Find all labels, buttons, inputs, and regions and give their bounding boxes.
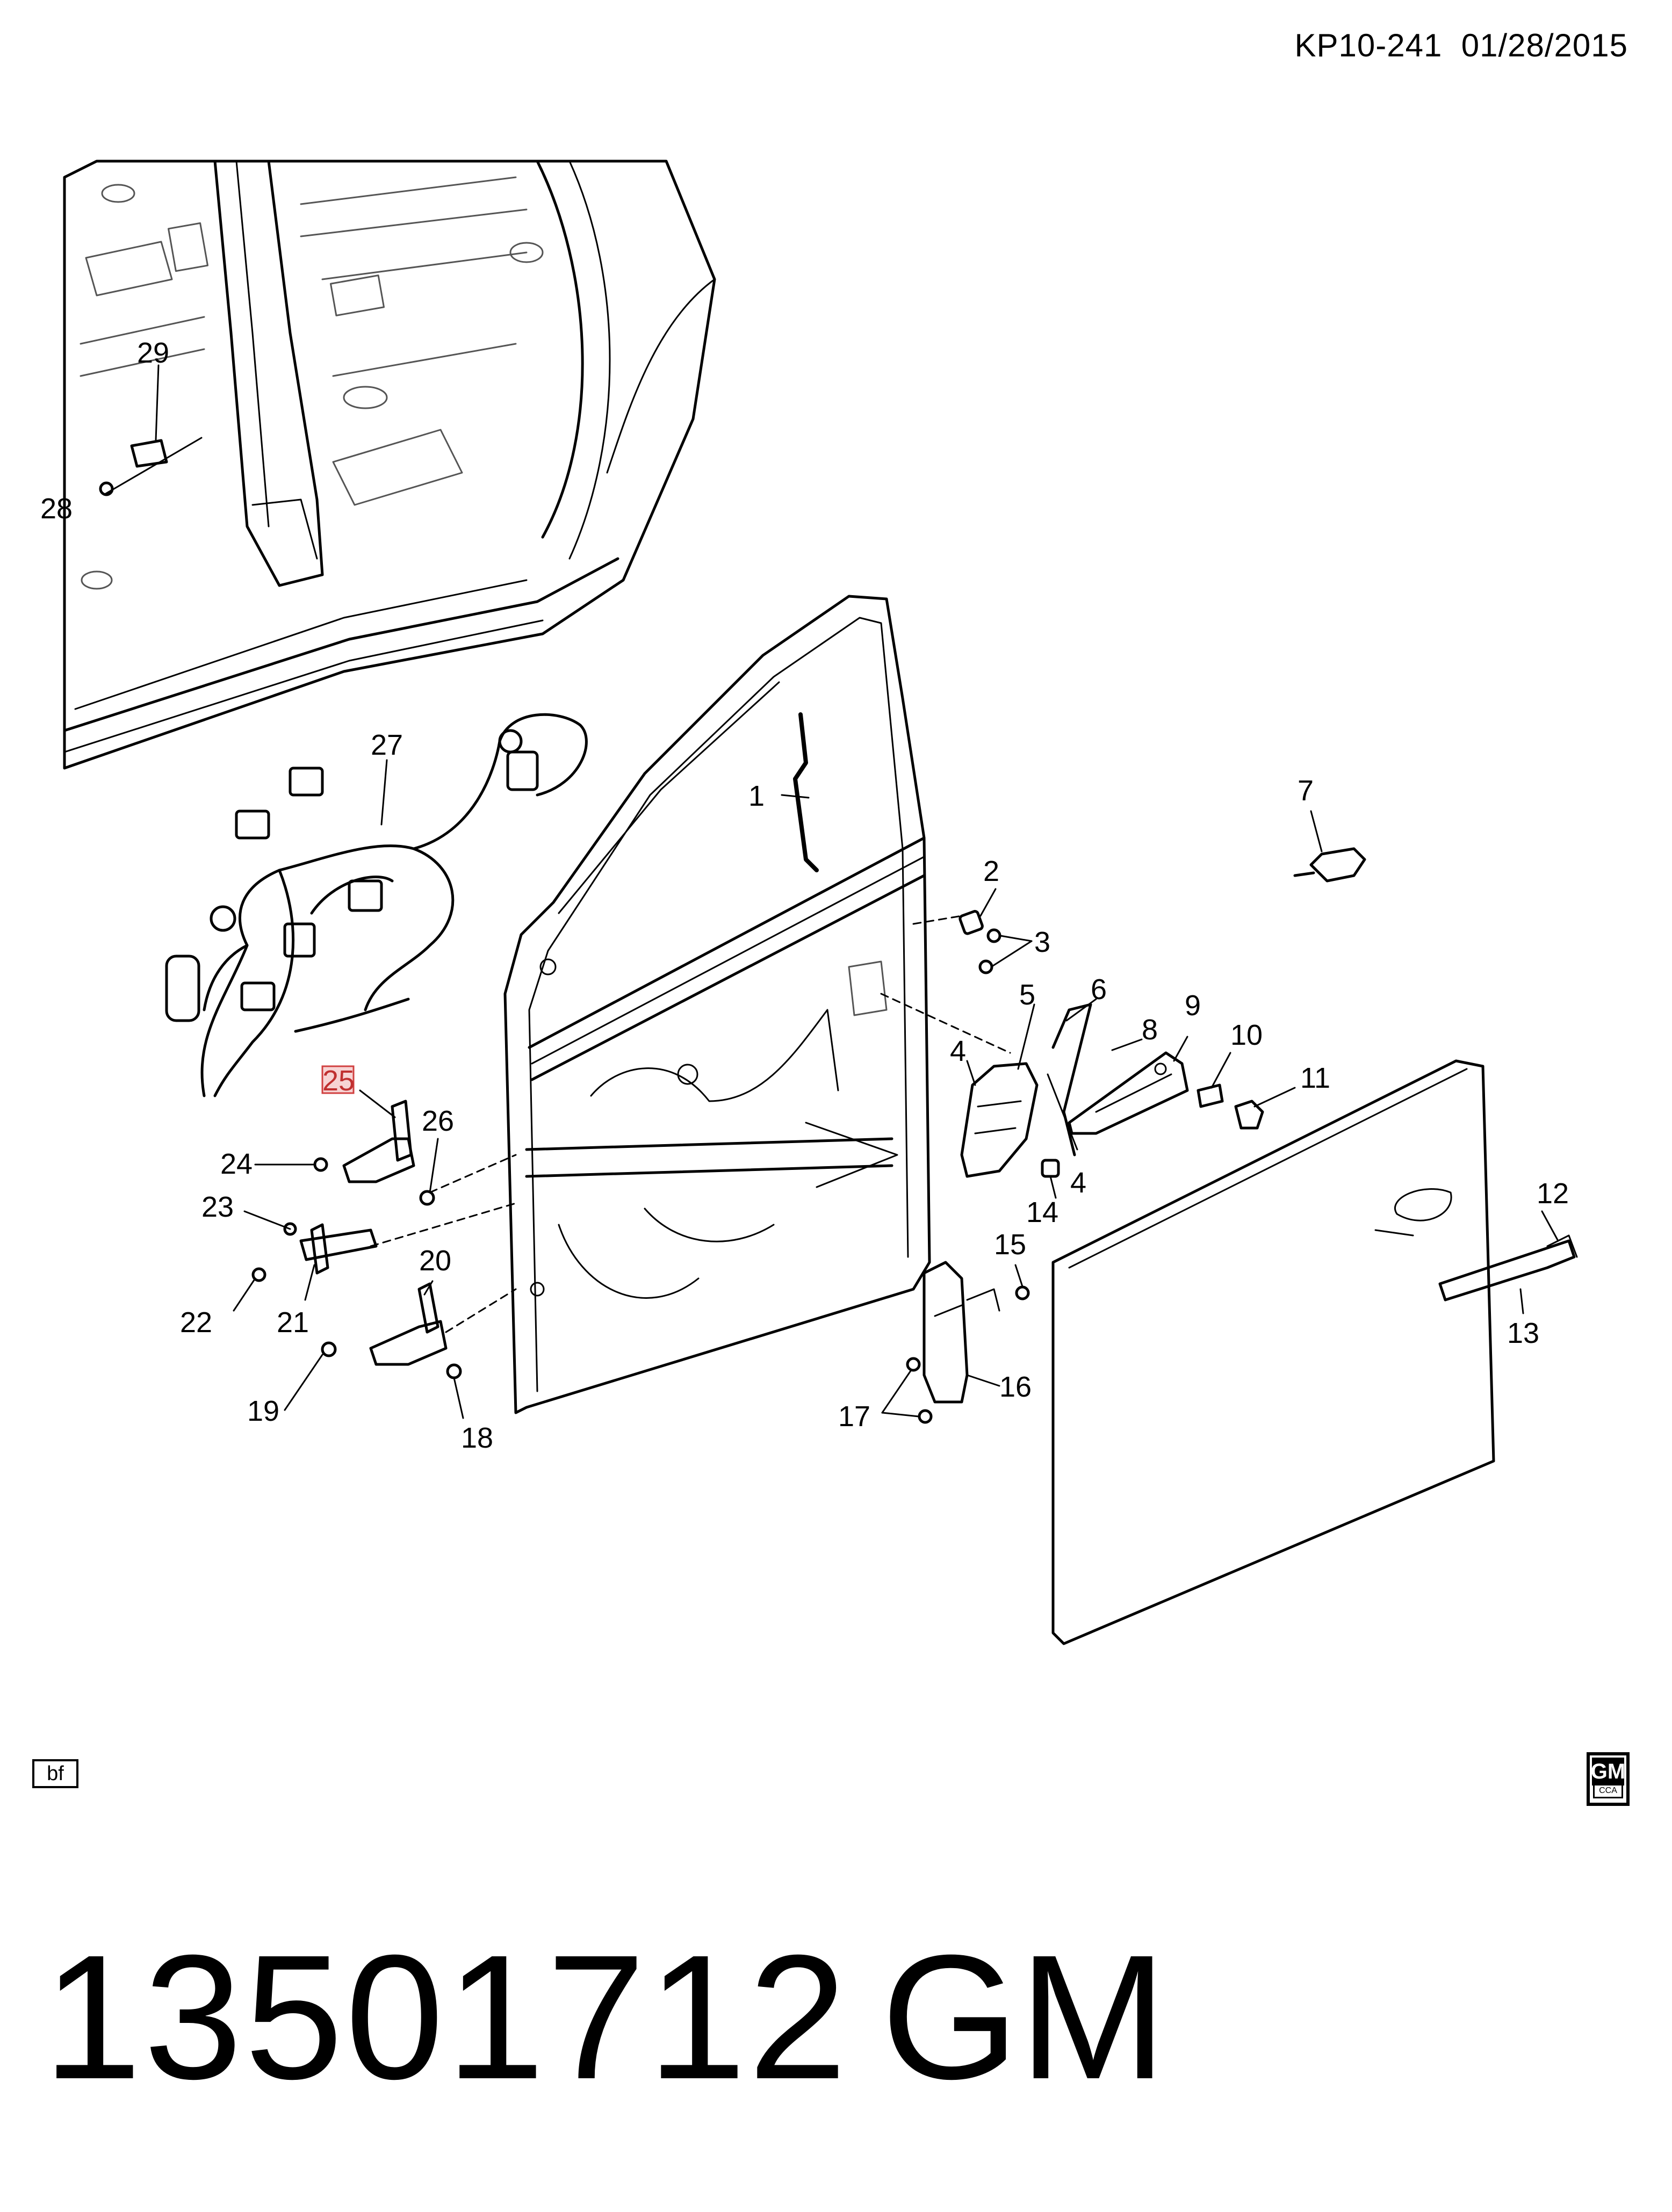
callout-29: 29 xyxy=(137,337,169,369)
vehicle-body xyxy=(63,160,716,770)
callout-12: 12 xyxy=(1537,1177,1569,1210)
part-8-9-handle-bracket xyxy=(1068,1051,1189,1135)
callout-16: 16 xyxy=(999,1371,1032,1403)
callout-26: 26 xyxy=(422,1105,454,1137)
gm-logo-sub: CCA xyxy=(1593,1783,1623,1798)
wiring-harness xyxy=(165,713,588,1097)
callout-23: 23 xyxy=(201,1191,234,1223)
callout-6: 6 xyxy=(1091,973,1107,1006)
part-3-bolts xyxy=(978,928,1001,974)
callout-2: 2 xyxy=(983,855,999,887)
diagram-code: KP10-241 xyxy=(1294,27,1443,63)
callout-4: 4 xyxy=(950,1035,966,1067)
part-10-clip xyxy=(1197,1083,1224,1108)
diagram-header: KP10-241 01/28/2015 xyxy=(1294,27,1628,64)
callout-18: 18 xyxy=(461,1422,493,1454)
part-18-19-bolts xyxy=(321,1341,462,1379)
callout-28: 28 xyxy=(40,493,73,525)
gm-cca-logo: GM CCA xyxy=(1587,1752,1630,1806)
diagram-date: 01/28/2015 xyxy=(1461,27,1628,63)
part-17-bolts xyxy=(906,1357,933,1424)
bf-badge: bf xyxy=(32,1759,78,1788)
part-16-bracket xyxy=(923,1261,1000,1404)
callout-27: 27 xyxy=(371,729,403,761)
callout-labels: 1 2 3 4 5 6 7 8 9 10 11 12 13 14 4 15 16… xyxy=(40,337,1569,1454)
exploded-parts-diagram: 1 2 3 4 5 6 7 8 9 10 11 12 13 14 4 15 16… xyxy=(40,160,1578,1645)
part-15-bolt xyxy=(1015,1285,1030,1300)
callout-10: 10 xyxy=(1230,1019,1263,1051)
callout-17: 17 xyxy=(838,1400,870,1433)
part-7-key xyxy=(1293,847,1366,883)
callout-8: 8 xyxy=(1142,1014,1158,1046)
callout-14: 14 xyxy=(1026,1196,1058,1228)
part-12-13-door-handle xyxy=(1438,1234,1578,1302)
callout-11: 11 xyxy=(1300,1062,1330,1094)
callout-9: 9 xyxy=(1185,989,1201,1022)
brand-name: GM xyxy=(881,1918,1167,2116)
callout-1: 1 xyxy=(748,780,765,812)
leader-lines xyxy=(104,364,1559,1419)
callout-22: 22 xyxy=(180,1306,212,1339)
part-2-grommet xyxy=(958,910,984,935)
callout-3: 3 xyxy=(1034,926,1050,958)
part-5-latch xyxy=(960,1062,1039,1178)
callout-15: 15 xyxy=(994,1228,1026,1261)
callout-24: 24 xyxy=(220,1148,253,1180)
callout-13: 13 xyxy=(1507,1317,1539,1349)
callout-25-highlight xyxy=(321,1065,355,1094)
part-1-rod xyxy=(793,712,819,872)
callout-20: 20 xyxy=(419,1245,451,1277)
door-frame xyxy=(503,595,931,1414)
bf-badge-text: bf xyxy=(47,1762,64,1785)
callout-7: 7 xyxy=(1298,775,1314,807)
part-number: 13501712 xyxy=(43,1918,849,2116)
gm-logo-brand: GM xyxy=(1591,1758,1625,1785)
callout-4b: 4 xyxy=(1070,1167,1086,1199)
part-14-nut xyxy=(1041,1159,1060,1178)
part-11-lock-cylinder xyxy=(1234,1100,1264,1130)
part-28-29-striker xyxy=(99,439,168,496)
callout-5: 5 xyxy=(1019,979,1035,1011)
callout-25: 25 xyxy=(322,1065,355,1097)
callout-21: 21 xyxy=(277,1306,309,1339)
part-20-lower-hinge xyxy=(369,1282,448,1366)
callout-19: 19 xyxy=(247,1395,279,1427)
part-21-check-link xyxy=(299,1223,378,1275)
outer-door-panel xyxy=(1051,1059,1495,1645)
part-25-26-upper-hinge xyxy=(342,1100,435,1206)
